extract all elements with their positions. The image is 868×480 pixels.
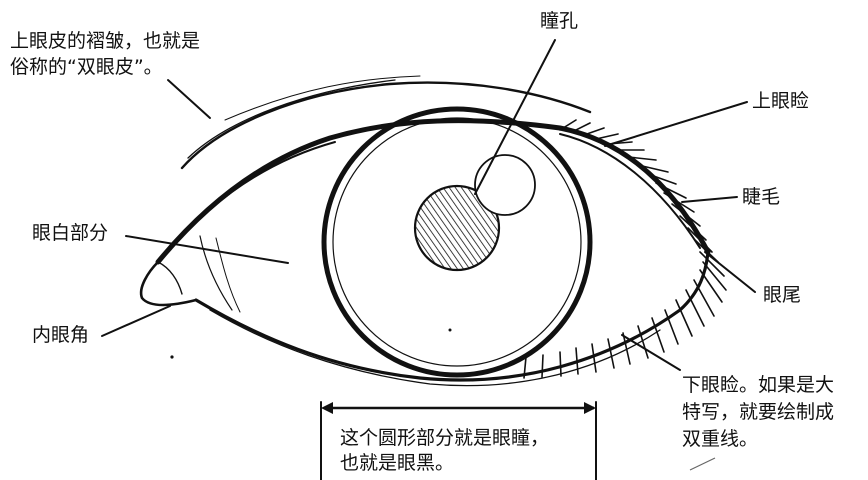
- iris-width-arrow: [321, 402, 596, 414]
- label-outer-corner: 眼尾: [763, 284, 802, 306]
- label-eyelashes: 睫毛: [742, 186, 781, 208]
- label-iris-line-1: 这个圆形部分就是眼瞳，: [340, 427, 550, 449]
- label-upper-eyelid-crease-line-1: 上眼皮的褶皱，也就是: [10, 30, 201, 52]
- label-upper-eyelid-crease-line-2: 俗称的“双眼皮”。: [10, 56, 163, 78]
- upper-eyelid-crease: [180, 75, 592, 170]
- label-lower-eyelid-line-2: 特写，就要绘制成: [682, 401, 835, 423]
- iris: [321, 106, 593, 378]
- eyelashes: [523, 119, 727, 379]
- label-lower-eyelid-line-3: 双重线。: [682, 428, 759, 450]
- label-pupil: 瞳孔: [540, 10, 579, 32]
- pupil: [413, 154, 536, 272]
- label-upper-eyelid-crease: 上眼皮的褶皱，也就是 俗称的“双眼皮”。: [10, 28, 200, 80]
- stray-mark: [689, 457, 716, 471]
- leader-lines: [101, 39, 756, 480]
- label-iris: 这个圆形部分就是眼瞳， 也就是眼黑。: [340, 426, 549, 476]
- label-upper-eyelid: 上眼睑: [752, 90, 810, 112]
- lower-eyelid: [194, 250, 710, 387]
- label-inner-corner: 内眼角: [32, 324, 90, 346]
- inner-eye-corner: [139, 235, 241, 359]
- label-lower-eyelid: 下眼睑。如果是大 特写，就要绘制成 双重线。: [682, 372, 834, 453]
- label-lower-eyelid-line-1: 下眼睑。如果是大: [682, 374, 835, 396]
- label-sclera: 眼白部分: [32, 222, 109, 244]
- label-iris-line-2: 也就是眼黑。: [340, 452, 455, 474]
